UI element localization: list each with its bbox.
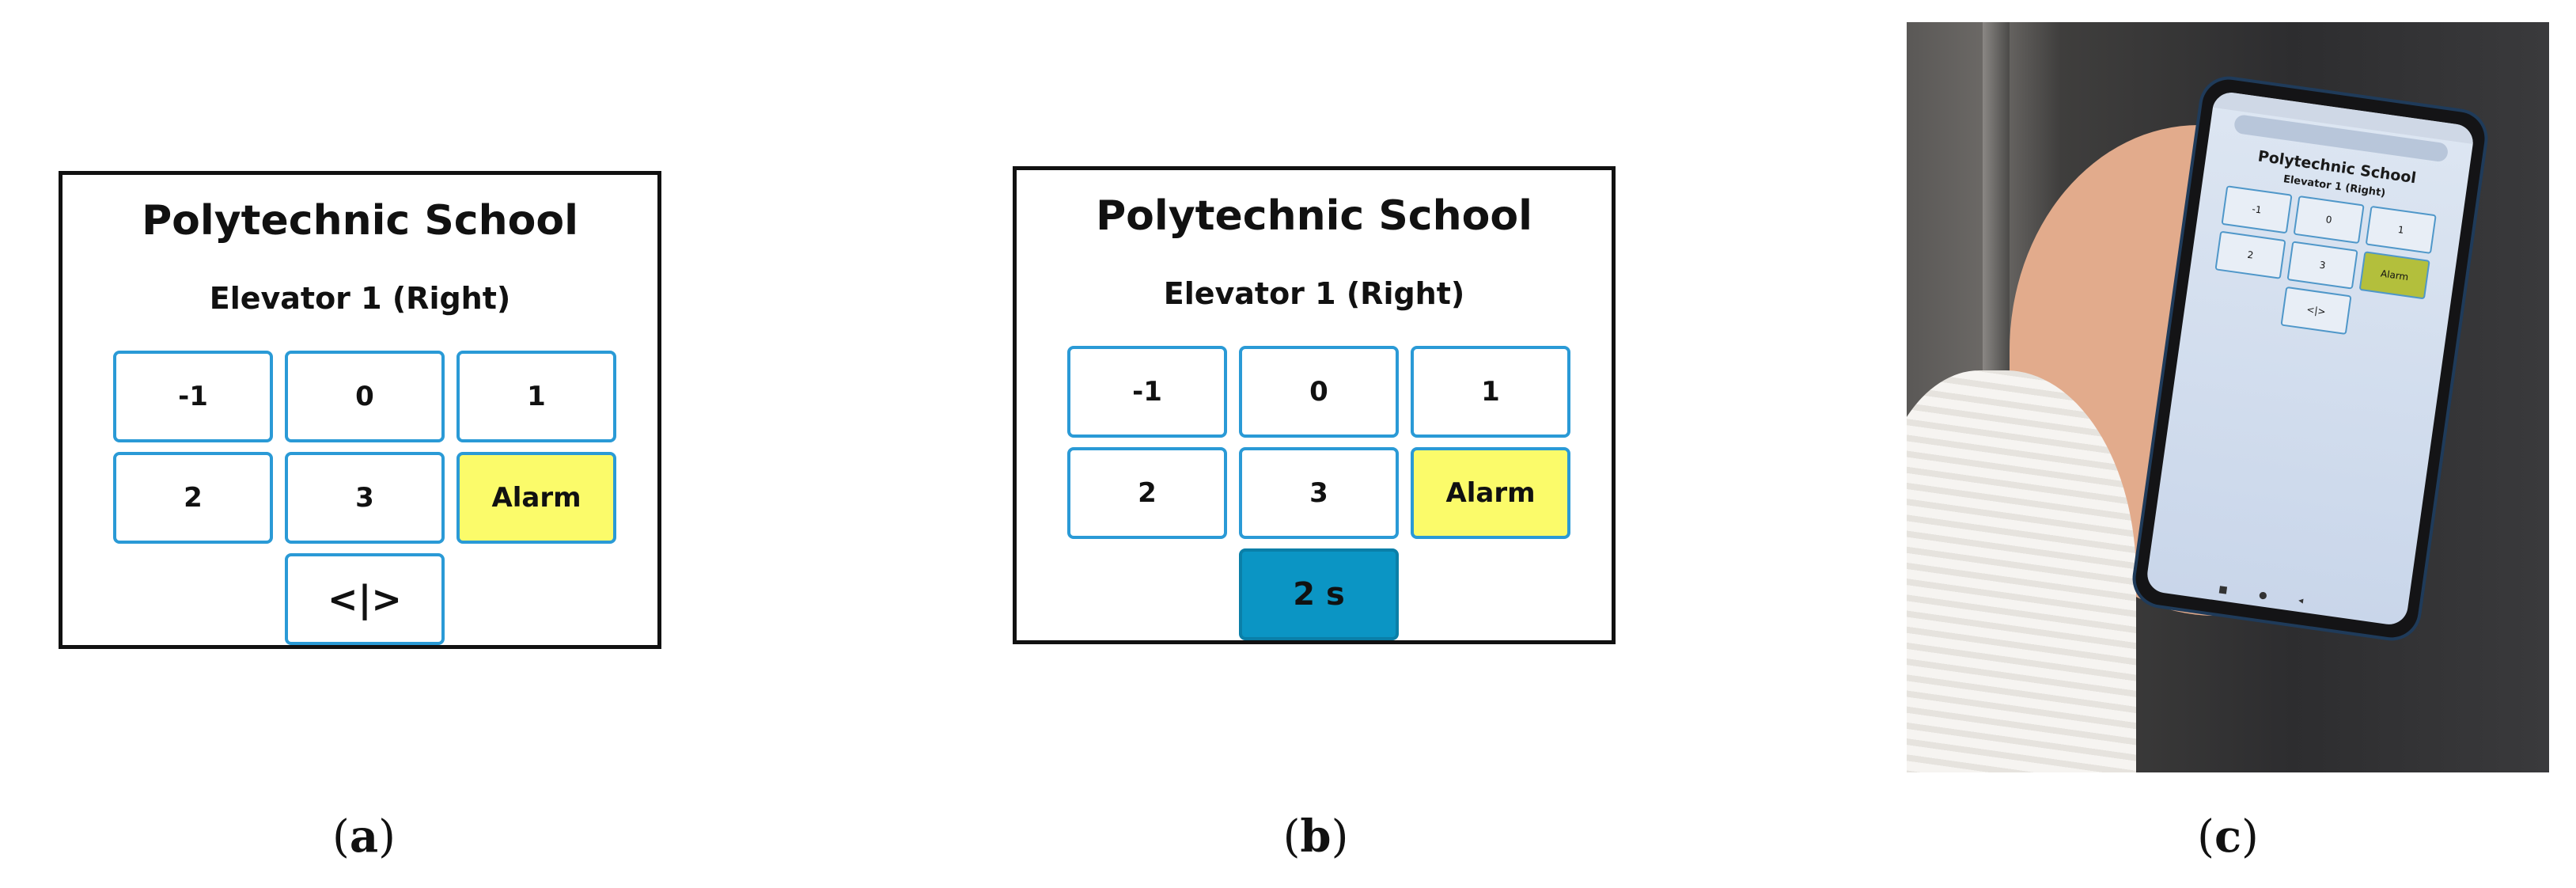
phone-floor-button-minus1: -1 bbox=[2221, 185, 2293, 234]
phone-screen: Polytechnic School Elevator 1 (Right) -1… bbox=[2145, 90, 2476, 627]
caption-c: (c) bbox=[2197, 810, 2259, 863]
floor-button-0[interactable]: 0 bbox=[285, 351, 445, 442]
android-nav-bar: ■●◂ bbox=[2218, 583, 2335, 611]
phone-floor-button-2: 2 bbox=[2214, 230, 2286, 279]
elevator-panel-a: Polytechnic School Elevator 1 (Right) -1… bbox=[59, 171, 661, 649]
caption-b: (b) bbox=[1282, 810, 1349, 863]
caption-a: (a) bbox=[331, 810, 396, 863]
floor-button-2[interactable]: 2 bbox=[1067, 447, 1227, 539]
elevator-panel-b: Polytechnic School Elevator 1 (Right) -1… bbox=[1013, 166, 1616, 644]
door-timer-button[interactable]: 2 s bbox=[1239, 548, 1399, 640]
floor-button-minus1[interactable]: -1 bbox=[113, 351, 273, 442]
phone-door-open-button: <|> bbox=[2280, 286, 2352, 336]
door-open-button[interactable]: <|> bbox=[285, 553, 445, 645]
alarm-button[interactable]: Alarm bbox=[1411, 447, 1570, 539]
elevator-subtitle: Elevator 1 (Right) bbox=[209, 281, 511, 316]
phone-floor-button-1: 1 bbox=[2365, 205, 2437, 254]
floor-button-3[interactable]: 3 bbox=[1239, 447, 1399, 539]
phone-floor-button-0: 0 bbox=[2293, 195, 2365, 245]
elevator-subtitle: Elevator 1 (Right) bbox=[1163, 276, 1465, 311]
floor-button-2[interactable]: 2 bbox=[113, 452, 273, 544]
phone-floor-button-3: 3 bbox=[2286, 241, 2358, 290]
alarm-button[interactable]: Alarm bbox=[456, 452, 616, 544]
page-title: Polytechnic School bbox=[1096, 192, 1532, 240]
floor-button-1[interactable]: 1 bbox=[1411, 346, 1570, 438]
phone-photo: Polytechnic School Elevator 1 (Right) -1… bbox=[1907, 22, 2549, 772]
phone-button-grid: -1 0 1 2 3 Alarm <|> bbox=[2207, 185, 2438, 356]
phone-alarm-button: Alarm bbox=[2358, 251, 2430, 300]
floor-button-1[interactable]: 1 bbox=[456, 351, 616, 442]
page-title: Polytechnic School bbox=[142, 197, 578, 245]
floor-button-3[interactable]: 3 bbox=[285, 452, 445, 544]
floor-button-minus1[interactable]: -1 bbox=[1067, 346, 1227, 438]
sweater-sleeve bbox=[1907, 370, 2136, 772]
floor-button-0[interactable]: 0 bbox=[1239, 346, 1399, 438]
